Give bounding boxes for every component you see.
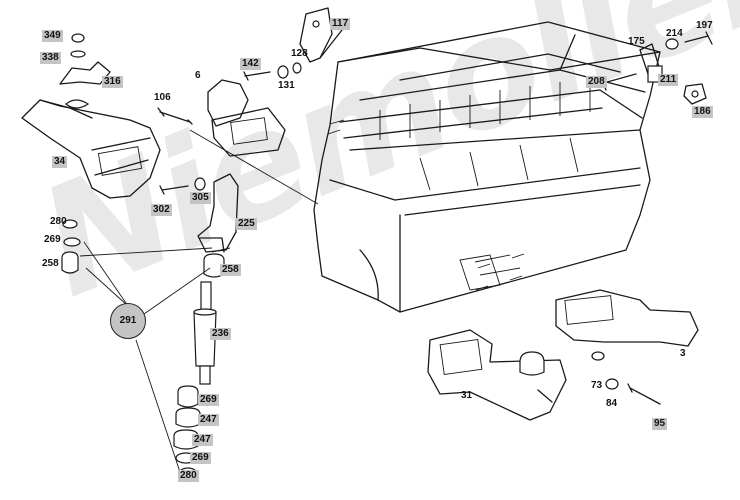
label-34: 34 bbox=[52, 156, 68, 168]
label-280-bottom: 280 bbox=[178, 470, 199, 482]
label-302: 302 bbox=[151, 204, 172, 216]
label-175: 175 bbox=[628, 36, 645, 47]
bolts-upper bbox=[157, 62, 302, 125]
label-131: 131 bbox=[278, 80, 295, 91]
label-305: 305 bbox=[190, 192, 211, 204]
label-316: 316 bbox=[102, 76, 123, 88]
label-186: 186 bbox=[692, 106, 713, 118]
label-106: 106 bbox=[154, 92, 171, 103]
label-95: 95 bbox=[652, 418, 668, 430]
label-349: 349 bbox=[42, 30, 63, 42]
bracket-117 bbox=[299, 7, 343, 63]
label-225: 225 bbox=[236, 218, 257, 230]
label-6: 6 bbox=[195, 70, 201, 81]
label-214: 214 bbox=[666, 28, 683, 39]
clamp-316 bbox=[59, 33, 111, 85]
label-236: 236 bbox=[210, 328, 231, 340]
mount-bracket-34 bbox=[21, 99, 161, 199]
bracket-225 bbox=[159, 173, 239, 253]
label-197: 197 bbox=[696, 20, 713, 31]
damper-236 bbox=[193, 281, 217, 385]
label-247-b: 247 bbox=[192, 434, 213, 446]
label-84: 84 bbox=[606, 398, 618, 409]
label-291: 291 bbox=[110, 303, 146, 339]
label-269-low: 269 bbox=[190, 452, 211, 464]
bracket-31 bbox=[427, 329, 567, 421]
label-247-a: 247 bbox=[198, 414, 219, 426]
label-128: 128 bbox=[291, 48, 308, 59]
label-142: 142 bbox=[240, 58, 261, 70]
label-258-left: 258 bbox=[42, 258, 59, 269]
leader-lines bbox=[79, 129, 319, 473]
label-280-top: 280 bbox=[50, 216, 67, 227]
right-top-parts bbox=[599, 31, 713, 105]
engine-block bbox=[313, 21, 661, 313]
label-3: 3 bbox=[680, 348, 686, 359]
label-211: 211 bbox=[658, 74, 679, 86]
label-117: 117 bbox=[330, 18, 351, 30]
label-338: 338 bbox=[40, 52, 61, 64]
label-31: 31 bbox=[461, 390, 473, 401]
label-269-top: 269 bbox=[44, 234, 61, 245]
label-73: 73 bbox=[591, 380, 603, 391]
label-208: 208 bbox=[586, 76, 607, 88]
bracket-6 bbox=[207, 79, 286, 157]
bracket-3 bbox=[555, 289, 699, 405]
block-studs bbox=[327, 119, 525, 291]
label-258-right: 258 bbox=[220, 264, 241, 276]
label-269-mid: 269 bbox=[198, 394, 219, 406]
mount-pads bbox=[61, 219, 225, 278]
